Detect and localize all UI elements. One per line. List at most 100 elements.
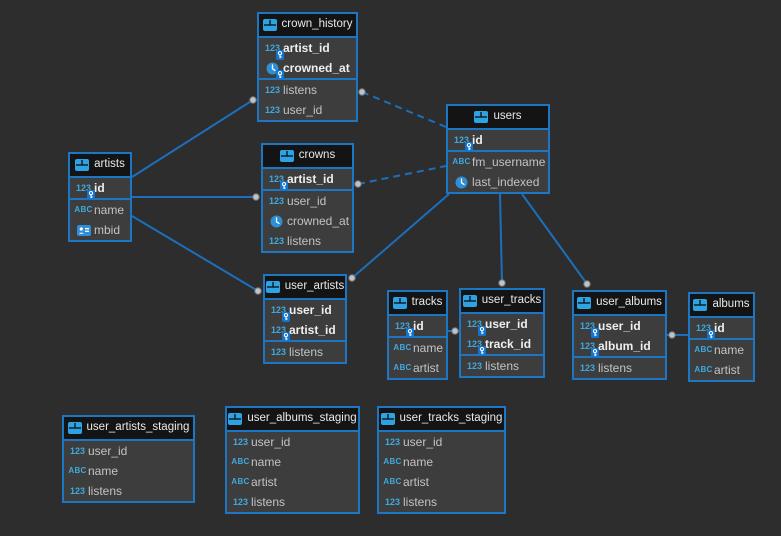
relation-users-user_artists[interactable] xyxy=(351,193,450,279)
table-header[interactable]: users xyxy=(448,106,548,130)
key-icon xyxy=(276,50,284,60)
text-abc-icon: ABC xyxy=(392,358,413,378)
field-name: id xyxy=(714,321,725,335)
field-row[interactable]: crowned_at xyxy=(259,58,356,80)
numeric-123-icon: 123 xyxy=(266,231,287,251)
table-header[interactable]: user_artists xyxy=(265,276,345,300)
field-row[interactable]: mbid xyxy=(70,220,130,240)
table-header[interactable]: crowns xyxy=(263,145,352,169)
table-header[interactable]: user_artists_staging xyxy=(64,417,193,441)
text-abc-icon: ABC xyxy=(67,461,88,481)
relation-endpoint-dot xyxy=(354,180,362,188)
numeric-123-glyph: 123 xyxy=(270,346,287,357)
table-header[interactable]: artists xyxy=(70,154,130,178)
numeric-123-icon: 123 xyxy=(67,441,88,461)
numeric-123-glyph: 123 xyxy=(384,496,401,507)
text-abc-icon: ABC xyxy=(392,338,413,358)
table-header[interactable]: tracks xyxy=(389,292,446,316)
table-header[interactable]: albums xyxy=(690,294,753,318)
table-icon xyxy=(392,297,407,309)
table-header[interactable]: user_albums xyxy=(574,292,665,316)
relation-artists-crown_history[interactable] xyxy=(131,99,254,178)
field-name: id xyxy=(472,133,483,147)
table-header[interactable]: user_tracks_staging xyxy=(379,408,504,432)
relation-endpoint-dot xyxy=(348,274,356,282)
field-row[interactable]: crowned_at xyxy=(263,211,352,231)
relation-users-user_albums[interactable] xyxy=(521,193,588,285)
field-name: id xyxy=(94,181,105,195)
field-name: listens xyxy=(289,345,324,359)
key-icon xyxy=(280,181,288,191)
field-name: name xyxy=(94,203,125,217)
numeric-123-icon: 123 xyxy=(268,320,290,342)
relation-crowns-users[interactable] xyxy=(357,165,447,185)
relation-users-user_tracks[interactable] xyxy=(499,193,503,284)
field-name: listens xyxy=(251,495,286,509)
table-header[interactable]: user_albums_staging xyxy=(227,408,358,432)
field-name: artist xyxy=(413,361,440,375)
field-name: name xyxy=(403,455,434,469)
field-name: crowned_at xyxy=(283,61,350,75)
field-row[interactable]: last_indexed xyxy=(448,172,548,192)
table-header[interactable]: user_tracks xyxy=(461,290,543,314)
numeric-123-glyph: 123 xyxy=(264,42,281,53)
id-card-icon xyxy=(73,220,94,240)
table-icon xyxy=(279,150,294,162)
numeric-123-icon: 123 xyxy=(577,336,599,358)
relation-artists-user_artists[interactable] xyxy=(131,215,259,292)
relation-crown_history-users[interactable] xyxy=(361,91,447,128)
table-header[interactable]: crown_history xyxy=(259,14,356,38)
